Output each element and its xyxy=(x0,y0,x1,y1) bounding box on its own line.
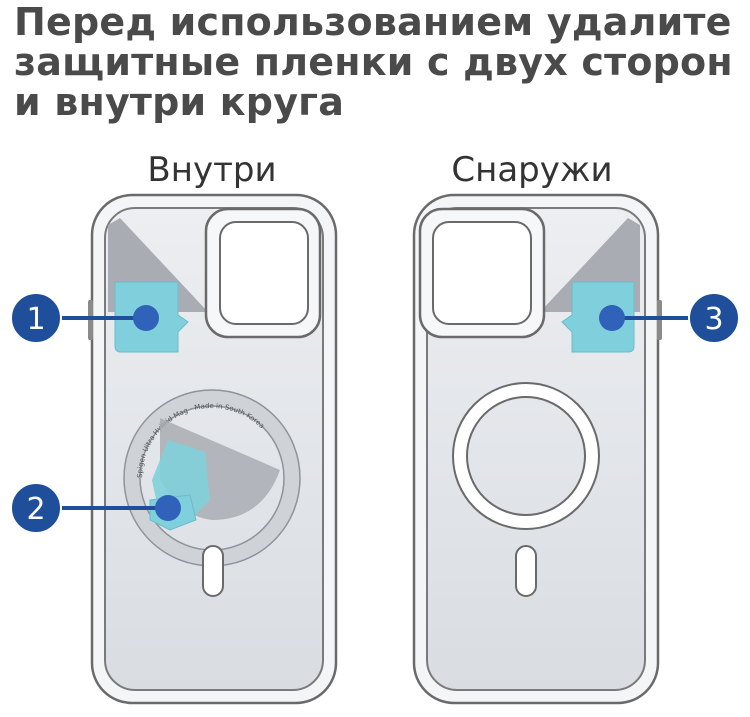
callout-3-dot xyxy=(599,305,625,331)
callout-1: 1 xyxy=(10,292,159,344)
outside-film-tab-teal xyxy=(561,281,635,353)
callout-1-number: 1 xyxy=(26,302,45,337)
inside-camera-bump-inner xyxy=(219,221,309,325)
callout-1-badge xyxy=(10,292,62,344)
callout-2: 2 xyxy=(10,482,181,534)
callout-2-badge xyxy=(10,482,62,534)
callout-1-dot xyxy=(133,305,159,331)
outside-magsafe-ring xyxy=(454,384,598,528)
outside-magsafe-ring-outer-line xyxy=(452,382,600,530)
callout-3-number: 3 xyxy=(704,302,723,337)
outside-magsafe-ring-inner-line xyxy=(466,396,586,516)
inside-case: Spigen Ultra Hybrid Mag · Made in South … xyxy=(88,193,338,705)
callout-3: 3 xyxy=(599,292,740,344)
outside-camera-bump-inner xyxy=(432,221,532,325)
callout-3-badge xyxy=(688,292,740,344)
callout-2-dot xyxy=(155,495,181,521)
label-outside: Снаружи xyxy=(451,150,613,190)
headline-line-3: и внутри круга xyxy=(14,80,345,124)
label-inside: Внутри xyxy=(147,150,277,190)
headline-line-2: защитные пленки с двух сторон xyxy=(14,40,733,84)
headline-line-1: Перед использованием удалите xyxy=(14,0,732,44)
callout-2-number: 2 xyxy=(26,492,45,527)
instruction-headline: Перед использованием удалите защитные пл… xyxy=(14,2,744,122)
inside-oval-cutout xyxy=(202,545,224,597)
outside-case xyxy=(412,193,662,705)
outside-oval-cutout xyxy=(515,545,537,597)
